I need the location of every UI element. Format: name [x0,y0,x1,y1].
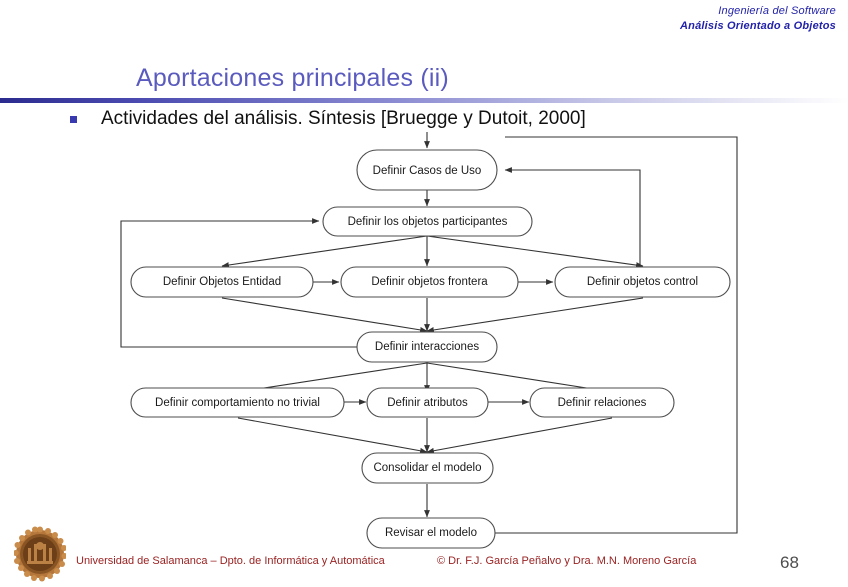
node-label: Definir interacciones [375,341,479,353]
node-consolidar-el-modelo[interactable]: Consolidar el modelo [361,452,494,484]
node-definir-relaciones[interactable]: Definir relaciones [529,387,675,418]
node-label: Definir comportamiento no trivial [155,397,320,409]
page-title: Aportaciones principales (ii) [136,64,449,92]
edge-participantes-to-obj-entidad [221,235,428,268]
node-label: Definir los objetos participantes [348,216,508,228]
node-definir-comportamiento-no-trivial[interactable]: Definir comportamiento no trivial [130,387,345,418]
edge-revisar-feedback-to-casos-uso [495,136,738,534]
bullet-item-label: Actividades del análisis. Síntesis [Brue… [101,108,586,129]
node-definir-objetos-frontera[interactable]: Definir objetos frontera [340,266,519,298]
university-seal-logo [12,526,68,582]
node-definir-objetos-control[interactable]: Definir objetos control [554,266,731,298]
node-label: Definir Casos de Uso [373,165,482,177]
header-topic-line: Análisis Orientado a Objetos [680,19,836,32]
edge-interacciones-to-relaciones [426,362,613,394]
edge-comportamiento-to-consolidar [237,417,428,454]
edge-obj-entidad-to-interacciones [221,297,428,333]
node-label: Definir objetos control [587,276,698,288]
node-definir-interacciones[interactable]: Definir interacciones [356,331,498,363]
node-label: Consolidar el modelo [373,462,481,474]
diagram-nodes: Definir Casos de Uso Definir los objetos… [130,149,731,549]
node-label: Definir atributos [387,397,468,409]
edge-relaciones-to-consolidar [426,417,613,454]
node-label: Definir relaciones [558,397,647,409]
edge-obj-control-feedback-to-casos-uso [504,167,641,266]
edge-participantes-to-obj-control [426,235,644,268]
diagram-edges [120,132,738,534]
footer-institution: Universidad de Salamanca – Dpto. de Info… [76,555,385,567]
slide-header: Ingeniería del Software Análisis Orienta… [680,4,836,34]
node-definir-casos-de-uso[interactable]: Definir Casos de Uso [356,149,498,191]
edge-obj-control-to-interacciones [426,297,644,333]
node-definir-atributos[interactable]: Definir atributos [366,387,489,418]
node-revisar-el-modelo[interactable]: Revisar el modelo [366,517,496,549]
node-label: Revisar el modelo [385,527,477,539]
header-course-line: Ingeniería del Software [718,5,836,17]
node-label: Definir Objetos Entidad [163,276,281,288]
edge-interacciones-feedback-to-participantes [120,218,359,348]
node-label: Definir objetos frontera [371,276,488,288]
node-definir-los-objetos-participantes[interactable]: Definir los objetos participantes [322,206,533,237]
bullet-item: Actividades del análisis. Síntesis [Brue… [70,108,586,130]
edge-interacciones-to-comportamiento [237,362,428,394]
footer-copyright: © Dr. F.J. García Peñalvo y Dra. M.N. Mo… [437,555,697,567]
node-definir-objetos-entidad[interactable]: Definir Objetos Entidad [130,266,314,298]
title-divider [0,98,848,103]
page-number: 68 [780,553,799,572]
square-bullet-icon [70,115,77,123]
